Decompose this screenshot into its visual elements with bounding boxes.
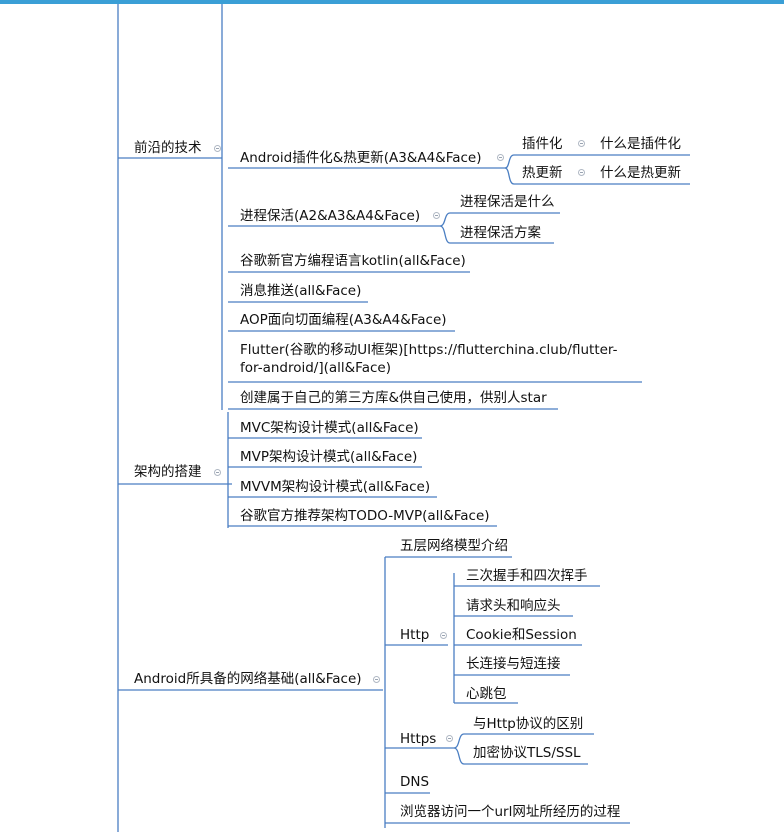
node-keepalive-what[interactable]: 进程保活是什么 <box>460 194 555 210</box>
node-browser-url[interactable]: 浏览器访问一个url网址所经历的过程 <box>400 804 621 820</box>
node-cookie-session[interactable]: Cookie和Session <box>466 627 577 643</box>
node-heartbeat[interactable]: 心跳包 <box>466 686 507 702</box>
node-network-basics[interactable]: Android所具备的网络基础(all&Face) <box>134 671 362 687</box>
node-aop[interactable]: AOP面向切面编程(A3&A4&Face) <box>240 312 447 328</box>
collapse-toggle-icon[interactable] <box>373 676 380 683</box>
collapse-toggle-icon[interactable] <box>446 735 453 742</box>
node-five-layer[interactable]: 五层网络模型介绍 <box>400 538 508 554</box>
node-handshake[interactable]: 三次握手和四次挥手 <box>466 568 588 584</box>
top-accent-bar <box>0 0 784 4</box>
connector-curve <box>439 212 451 227</box>
node-push[interactable]: 消息推送(all&Face) <box>240 283 362 299</box>
collapse-toggle-icon[interactable] <box>214 145 221 152</box>
connector-curve <box>504 154 515 169</box>
collapse-toggle-icon[interactable] <box>578 169 585 176</box>
collapse-toggle-icon[interactable] <box>578 140 585 147</box>
node-kotlin[interactable]: 谷歌新官方编程语言kotlin(all&Face) <box>240 253 466 269</box>
node-keepalive-plan[interactable]: 进程保活方案 <box>460 225 541 241</box>
connector-curve <box>439 225 451 244</box>
node-tls-ssl[interactable]: 加密协议TLS/SSL <box>473 745 581 761</box>
node-library[interactable]: 创建属于自己的第三方库&供自己使用，供别人star <box>240 390 547 406</box>
node-hotfix-what[interactable]: 什么是热更新 <box>600 165 681 181</box>
node-plugin[interactable]: 插件化 <box>522 136 563 152</box>
node-https-diff[interactable]: 与Http协议的区别 <box>473 716 584 732</box>
node-keepalive[interactable]: 进程保活(A2&A3&A4&Face) <box>240 208 421 224</box>
node-long-short-conn[interactable]: 长连接与短连接 <box>466 656 561 672</box>
node-mvvm[interactable]: MVVM架构设计模式(all&Face) <box>240 479 431 495</box>
connector-curve <box>504 167 515 185</box>
node-hotfix[interactable]: 热更新 <box>522 165 563 181</box>
collapse-toggle-icon[interactable] <box>497 154 504 161</box>
node-dns[interactable]: DNS <box>400 774 430 790</box>
collapse-toggle-icon[interactable] <box>214 469 221 476</box>
node-http[interactable]: Http <box>400 627 430 643</box>
node-architecture[interactable]: 架构的搭建 <box>134 464 202 480</box>
node-todo-mvp[interactable]: 谷歌官方推荐架构TODO-MVP(all&Face) <box>240 508 490 524</box>
node-mvc[interactable]: MVC架构设计模式(all&Face) <box>240 420 419 436</box>
collapse-toggle-icon[interactable] <box>433 212 440 219</box>
node-mvp[interactable]: MVP架构设计模式(all&Face) <box>240 449 418 465</box>
node-plugin-hotfix[interactable]: Android插件化&热更新(A3&A4&Face) <box>240 150 482 166</box>
connector-curve <box>453 733 465 749</box>
node-plugin-what[interactable]: 什么是插件化 <box>600 136 681 152</box>
node-https[interactable]: Https <box>400 731 437 747</box>
node-flutter[interactable]: Flutter(谷歌的移动UI框架)[https://flutterchina.… <box>240 342 618 376</box>
connector-curve <box>453 747 465 765</box>
collapse-toggle-icon[interactable] <box>440 632 447 639</box>
node-frontier-tech[interactable]: 前沿的技术 <box>134 140 202 156</box>
node-headers[interactable]: 请求头和响应头 <box>466 598 561 614</box>
